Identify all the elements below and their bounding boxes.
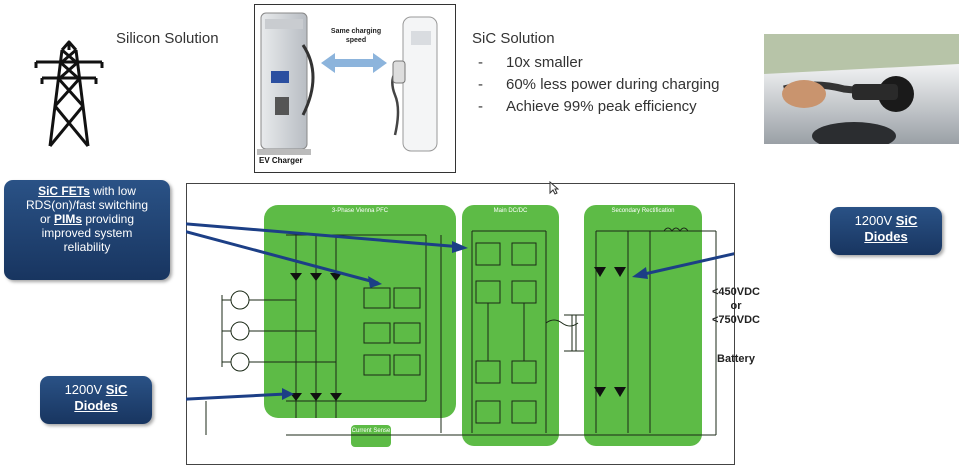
current-sense-label: Current Sense [351, 428, 391, 434]
car-charging-photo [764, 34, 959, 144]
current-sense-block [351, 425, 391, 447]
diodes-callout-left: 1200V SiC Diodes [40, 376, 152, 424]
ev-charger-photo: Same charging speed EV Charger [254, 4, 456, 173]
bullet-text: 60% less power during charging [506, 76, 720, 93]
battery-label: Battery [717, 353, 755, 365]
power-tower-icon [34, 40, 104, 147]
callout-text: SiC [105, 382, 128, 397]
bullet-item: -Achieve 99% peak efficiency [478, 98, 697, 115]
callout-line: RDS(on)/fast switching [25, 198, 149, 212]
battery-voltage: <450VDC or <750VDC [708, 285, 764, 327]
ev-charger-caption: EV Charger [259, 156, 303, 165]
callout-text: or [39, 212, 54, 226]
bullet-item: -10x smaller [478, 54, 583, 71]
same-speed-label: Same charging speed [311, 27, 401, 45]
charger-illustration [257, 12, 438, 155]
callout-line: SiC FETs with low [4, 184, 170, 198]
pfc-block-label: 3-Phase Vienna PFC [331, 208, 389, 214]
callout-text: 1200V [854, 213, 896, 228]
battery-line2: or [730, 300, 742, 312]
battery-line3: <750VDC [711, 314, 760, 326]
callout-text: 1200V [64, 382, 106, 397]
callout-line: 1200V SiC [830, 213, 942, 229]
battery-line1: <450VDC [711, 286, 760, 298]
rect-block-label: Secondary Rectification [611, 208, 675, 214]
callout-line: 1200V SiC [40, 382, 152, 398]
callout-line: or PIMs providing [4, 212, 170, 226]
diodes-callout-right: 1200V SiC Diodes [830, 207, 942, 255]
rect-block [584, 205, 702, 446]
silicon-solution-label: Silicon Solution [116, 30, 219, 47]
callout-text: providing [82, 212, 135, 226]
bullet-item: -60% less power during charging [478, 76, 720, 93]
callout-line: reliability [63, 240, 111, 254]
bullet-text: Achieve 99% peak efficiency [506, 98, 697, 115]
mouse-cursor-icon [549, 181, 559, 195]
speed-label-line1: Same charging [330, 28, 382, 35]
pfc-block [264, 205, 456, 418]
bullet-text: 10x smaller [506, 54, 583, 71]
circuit-schematic [186, 205, 734, 447]
dcdc-block-label: Main DC/DC [493, 208, 528, 214]
sic-solution-bullets: -10x smaller -60% less power during char… [478, 52, 719, 118]
sic-fets-callout: SiC FETs with low RDS(on)/fast switching… [4, 180, 170, 280]
callout-line: Diodes [74, 398, 118, 413]
callout-text: SiC [895, 213, 918, 228]
speed-label-line2: speed [345, 37, 367, 44]
callout-line: improved system [41, 226, 133, 240]
sic-fets-text: SiC FETs [38, 184, 90, 198]
schematic-frame [186, 183, 735, 465]
sic-solution-title: SiC Solution [472, 30, 555, 47]
pims-text: PIMs [53, 212, 82, 226]
dcdc-block [462, 205, 559, 446]
callout-text: with low [89, 184, 136, 198]
callout-line: Diodes [864, 229, 908, 244]
